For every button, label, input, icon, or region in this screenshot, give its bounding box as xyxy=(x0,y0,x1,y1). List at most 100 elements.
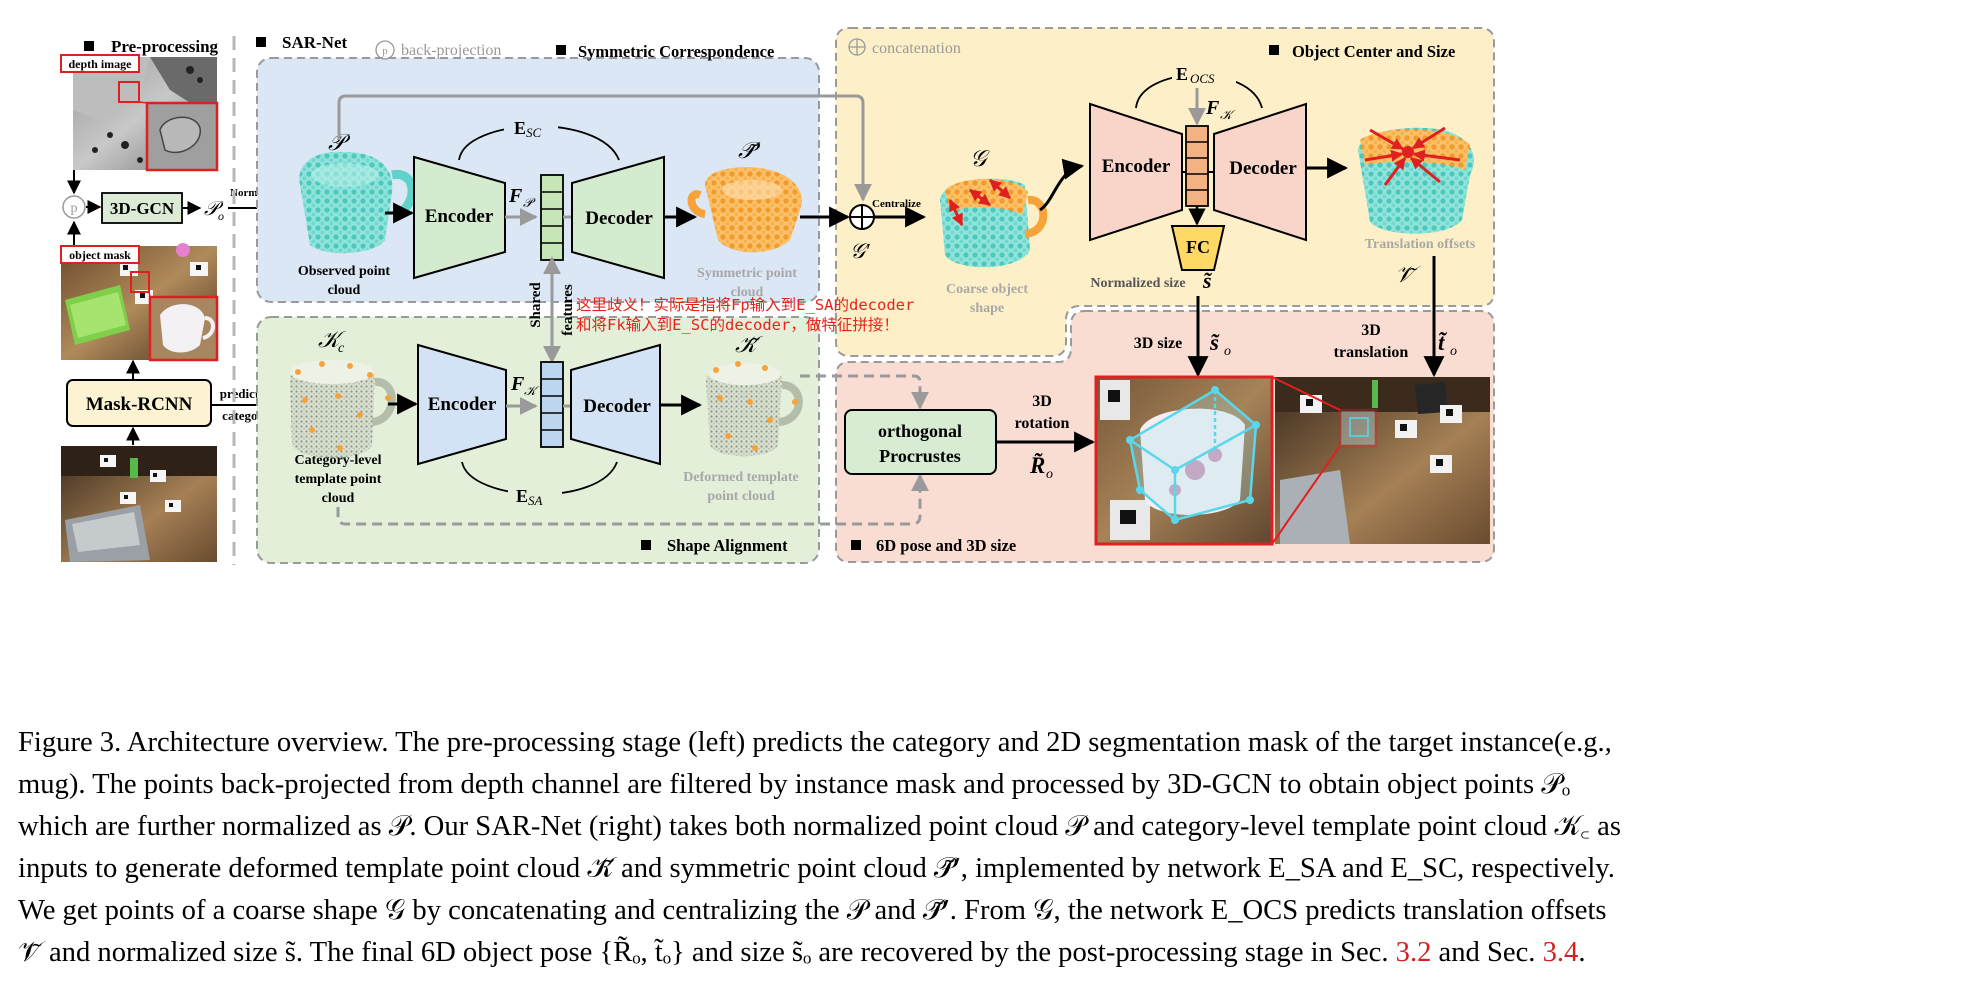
figure-caption: Figure 3. Architecture overview. The pre… xyxy=(18,722,1954,974)
translation-offsets-cloud xyxy=(1358,126,1474,234)
coarse-label-2: shape xyxy=(970,301,1004,316)
concatenation-legend: concatenation xyxy=(872,40,961,57)
decoder-ocs xyxy=(1213,102,1307,242)
encoder-sa xyxy=(417,343,507,466)
rotation-3d-label-2: rotation xyxy=(1015,415,1070,432)
concatenation-node xyxy=(849,204,875,230)
ro-symbol: R̃ xyxy=(1029,453,1045,478)
zoom-link-line-2 xyxy=(1271,376,1341,411)
g-prime-symbol: 𝒢′ xyxy=(850,239,870,263)
caption-line-6c: . xyxy=(1578,937,1586,968)
category-template-point-cloud xyxy=(290,360,396,458)
p-prime-symbol: 𝒫̃′ xyxy=(738,138,761,163)
object-mask-label: object mask xyxy=(69,248,131,262)
rotation-3d-label-1: 3D xyxy=(1032,393,1052,410)
to-subscript: o xyxy=(1450,344,1457,359)
g-symbol: 𝒢 xyxy=(970,146,990,171)
caption-line-5: We get points of a coarse shape 𝒢 by con… xyxy=(18,895,1607,926)
back-projection-symbol: p xyxy=(71,201,78,216)
esa-subscript: SA xyxy=(528,493,543,508)
shared-label-1: Shared xyxy=(528,282,544,328)
fk-ocs-subscript: 𝒦 xyxy=(1220,107,1236,122)
caption-line-1: Figure 3. Architecture overview. The pre… xyxy=(18,727,1612,758)
encoder-sa-label: Encoder xyxy=(428,394,497,415)
symmetric-correspondence-title: Symmetric Correspondence xyxy=(578,42,774,61)
encoder-sc-label: Encoder xyxy=(425,206,494,227)
maskrcnn-box xyxy=(66,379,212,427)
object-center-size-title: Object Center and Size xyxy=(1292,42,1455,61)
arrow-deformed-to-procrustes xyxy=(800,374,929,410)
decoder-sc xyxy=(571,155,665,280)
architecture-diagram: Pre-processing depth image p 3D-GCN 𝒫 o … xyxy=(60,27,1495,565)
preprocessing-title: Pre-processing xyxy=(111,37,219,56)
decoder-sa-label: Decoder xyxy=(583,396,651,417)
annotation-line-1: 这里歧义！实际是指将Fp输入到E_SA的decoder xyxy=(576,296,914,314)
so-symbol: s̃ xyxy=(1209,330,1220,355)
to-symbol: t̃ xyxy=(1438,330,1448,355)
input-rgb-image xyxy=(61,446,217,562)
deformed-label-1: Deformed template xyxy=(683,470,798,485)
deformed-template-point-cloud xyxy=(706,361,803,457)
deformed-label-2: point cloud xyxy=(707,489,775,504)
back-projection-node xyxy=(62,195,86,219)
esa-symbol: E xyxy=(516,486,528,506)
observed-label-2: cloud xyxy=(328,283,361,298)
fc-layer xyxy=(1170,225,1226,271)
procrustes-label-2: Procrustes xyxy=(879,446,961,466)
object-mask-image: object mask xyxy=(60,243,219,362)
esc-subscript: SC xyxy=(526,125,542,140)
gcn-label: 3D-GCN xyxy=(110,199,175,218)
eocs-subscript: OCS xyxy=(1190,71,1215,86)
eocs-symbol: E xyxy=(1176,64,1188,84)
feature-vector-fk xyxy=(540,361,564,448)
shape-alignment-panel xyxy=(256,316,820,564)
back-projection-legend-icon xyxy=(375,40,395,60)
sarnet-title: SAR-Net xyxy=(282,33,347,52)
decoder-ocs-label: Decoder xyxy=(1229,158,1297,179)
caption-line-6: 𝒱̃ and normalized size s̃. The final 6D … xyxy=(18,932,1954,974)
translation-offsets-label: Translation offsets xyxy=(1365,237,1476,252)
category-label-1: Category-level xyxy=(294,453,381,468)
po-subscript: o xyxy=(218,209,224,223)
size-3d-label: 3D size xyxy=(1134,335,1182,352)
esc-symbol: E xyxy=(514,118,526,138)
coarse-label-1: Coarse object xyxy=(946,282,1028,297)
kc-subscript: c xyxy=(338,341,345,356)
fk-symbol: F xyxy=(510,373,525,395)
symmetric-point-cloud xyxy=(687,167,802,253)
back-projection-legend: back-projection xyxy=(401,42,501,59)
centralize-label: Centralize xyxy=(872,198,921,210)
shape-alignment-title: Shape Alignment xyxy=(667,536,788,555)
depth-image: depth image xyxy=(60,54,219,172)
s-tilde-symbol: s̃ xyxy=(1202,268,1212,293)
caption-line-6a: 𝒱̃ and normalized size s̃. The final 6D … xyxy=(18,937,1396,968)
caption-line-4: inputs to generate deformed template poi… xyxy=(18,853,1615,884)
result-zoom-image xyxy=(1094,375,1274,546)
pose-size-title: 6D pose and 3D size xyxy=(876,536,1016,555)
procrustes-label-1: orthogonal xyxy=(878,421,962,441)
symmetric-correspondence-panel xyxy=(256,57,820,303)
so-subscript: o xyxy=(1224,344,1231,359)
maskrcnn-label: Mask-RCNN xyxy=(86,394,193,415)
arrow-observed-to-procrustes xyxy=(336,473,929,526)
fk-ocs-symbol: F xyxy=(1205,97,1220,119)
ro-subscript: o xyxy=(1046,467,1053,482)
fp-symbol: F xyxy=(508,185,523,207)
section-ref-3-2[interactable]: 3.2 xyxy=(1395,937,1432,968)
coarse-object-shape xyxy=(940,178,1048,268)
back-projection-legend-symbol: p xyxy=(382,45,388,57)
translation-3d-label-1: 3D xyxy=(1361,322,1381,339)
caption-line-3: which are further normalized as 𝒫. Our S… xyxy=(18,811,1621,842)
observed-label-1: Observed point xyxy=(298,264,391,279)
depth-image-label: depth image xyxy=(69,57,133,71)
encoder-ocs-label: Encoder xyxy=(1102,156,1171,177)
section-ref-3-4[interactable]: 3.4 xyxy=(1542,937,1579,968)
result-scene-image xyxy=(1275,377,1490,544)
symmetric-label-1: Symmetric point xyxy=(697,266,797,281)
normalized-size-label: Normalized size xyxy=(1090,276,1185,291)
caption-line-6b: and Sec. xyxy=(1431,937,1543,968)
shared-label-2: features xyxy=(560,284,576,336)
encoder-sc xyxy=(413,155,506,280)
caption-line-2: mug). The points back-projected from dep… xyxy=(18,769,1571,800)
translation-3d-label-2: translation xyxy=(1334,344,1409,361)
